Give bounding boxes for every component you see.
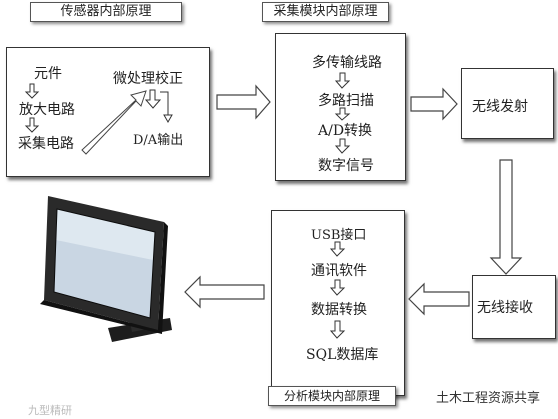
watermark-right: 土木工程资源共享 <box>436 391 541 406</box>
wireless-receive-label: 无线接收 <box>477 300 533 316</box>
acq-module-title: 采集模块内部原理 <box>262 2 389 22</box>
sensor-da-label: D/A输出 <box>133 133 184 148</box>
acq-ad-label: A/D转换 <box>318 123 373 139</box>
analysis-sql-label: SQL数据库 <box>306 347 379 363</box>
sensor-title: 传感器内部原理 <box>30 2 182 22</box>
transmit-box <box>461 68 554 139</box>
analysis-usb-label: USB接口 <box>311 228 367 243</box>
monitor-icon <box>40 196 172 342</box>
acq-digital-label: 数字信号 <box>318 158 374 174</box>
sensor-micro-label: 微处理校正 <box>113 71 183 87</box>
analysis-convert-label: 数据转换 <box>311 302 367 318</box>
transmit-to-receive-arrow-icon <box>489 159 523 275</box>
acq-to-transmit-arrow-icon <box>410 87 458 121</box>
sensor-to-acq-arrow-icon <box>216 84 271 120</box>
acq-multi-label: 多传输线路 <box>312 55 382 71</box>
analysis-box <box>271 210 405 396</box>
receive-box <box>472 275 556 339</box>
wireless-transmit-label: 无线发射 <box>472 99 528 115</box>
watermark-left: 九型精研 <box>28 404 72 417</box>
analysis-title: 分析模块内部原理 <box>268 386 396 406</box>
receive-to-analysis-arrow-icon <box>408 282 470 316</box>
sensor-amplifier-label: 放大电路 <box>19 102 75 118</box>
analysis-software-label: 通讯软件 <box>311 263 367 279</box>
sensor-element-label: 元件 <box>34 66 62 82</box>
sensor-acquisition-label: 采集电路 <box>18 136 74 152</box>
acq-module-box <box>275 33 406 181</box>
analysis-to-monitor-arrow-icon <box>184 275 265 309</box>
acq-scan-label: 多路扫描 <box>318 93 374 109</box>
